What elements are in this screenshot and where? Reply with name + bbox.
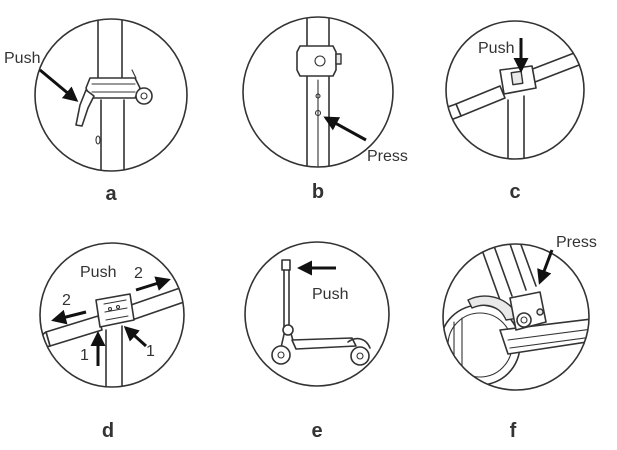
panel-e-illustration <box>244 241 390 387</box>
panel-d-illustration <box>39 242 185 388</box>
panel-d: Push 2 2 1 1 d <box>39 242 185 442</box>
panel-f-caption: f <box>510 420 517 442</box>
panel-b: Press b <box>242 16 408 203</box>
panel-e-caption: e <box>311 420 322 442</box>
panel-b-illustration <box>242 16 394 168</box>
panel-b-callout-press: Press <box>367 148 408 165</box>
panel-f-frame <box>442 243 590 391</box>
panel-c-frame <box>445 20 585 160</box>
panel-d-callout-2-right: 2 <box>134 265 143 282</box>
panel-e-callout-push: Push <box>312 286 348 303</box>
panel-a: Push a <box>4 18 188 205</box>
panel-d-callout-1-left: 1 <box>80 347 89 364</box>
panel-c-caption: c <box>509 181 520 203</box>
panel-b-frame <box>242 16 394 168</box>
panel-f: Press f <box>442 234 597 442</box>
panel-d-arrow-1-right <box>123 325 148 348</box>
panel-a-push-arrow <box>39 68 79 102</box>
panel-d-frame <box>39 242 185 388</box>
panel-f-press-arrow <box>537 249 554 285</box>
panel-d-caption: d <box>102 420 114 442</box>
panel-a-frame <box>34 18 188 172</box>
panel-e: Push e <box>244 241 390 442</box>
panel-f-illustration <box>442 243 590 391</box>
panel-f-callout-press: Press <box>556 234 597 251</box>
panel-a-caption: a <box>105 183 117 205</box>
panel-c-illustration <box>445 20 585 160</box>
panel-a-illustration <box>34 18 188 172</box>
panel-b-press-arrow <box>323 116 367 142</box>
panel-b-caption: b <box>312 181 324 203</box>
panel-d-arrow-2-left <box>51 309 87 325</box>
panel-c: Push c <box>445 20 585 203</box>
panel-d-callout-push: Push <box>80 264 116 281</box>
panel-d-arrow-2-right <box>135 276 171 292</box>
panel-d-callout-2-left: 2 <box>62 292 71 309</box>
panel-a-callout-push: Push <box>4 50 40 67</box>
panel-c-callout-push: Push <box>478 40 514 57</box>
panel-e-frame <box>244 241 390 387</box>
panel-d-callout-1-right: 1 <box>146 343 155 360</box>
